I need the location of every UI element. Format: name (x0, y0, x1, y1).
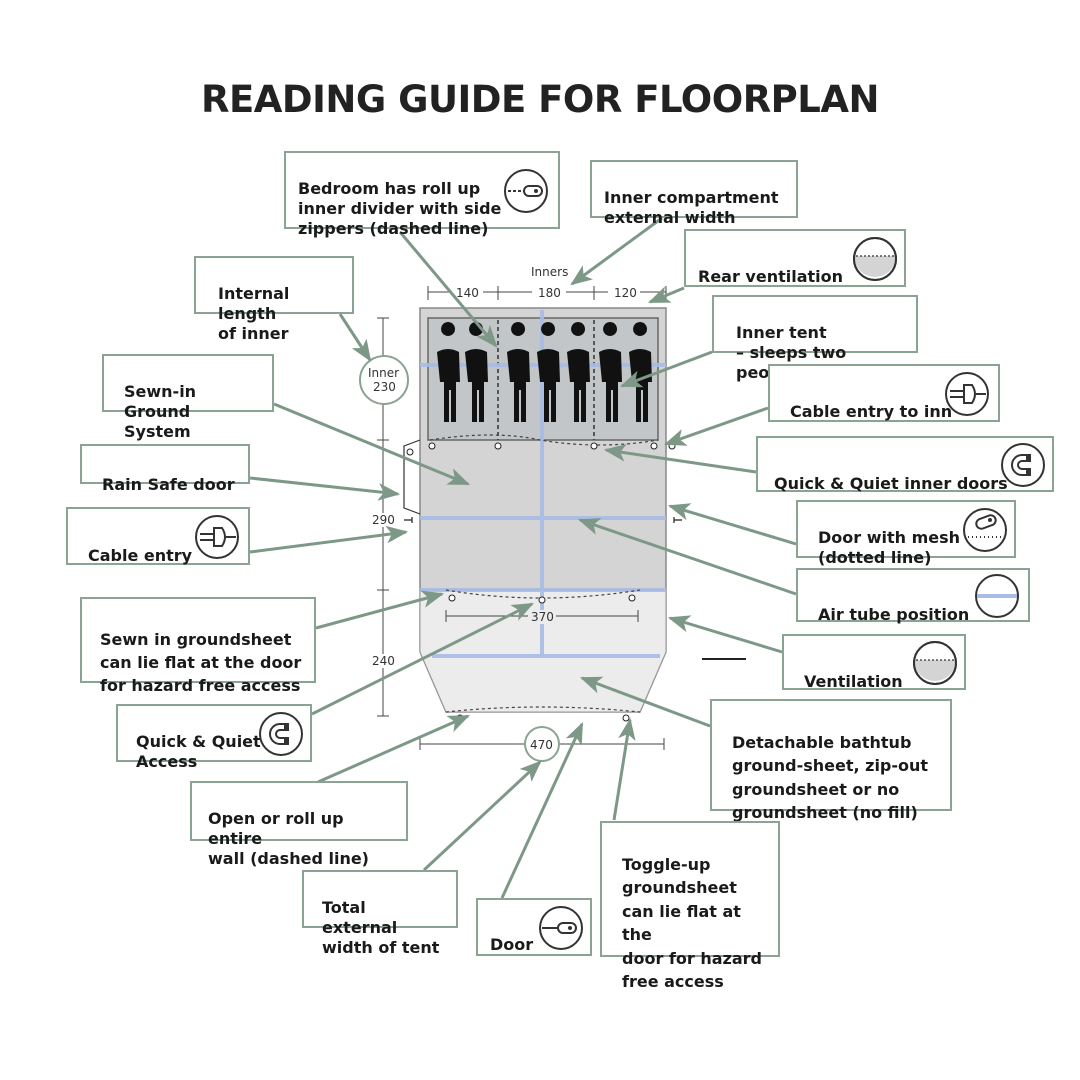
detachable-bathtub-label: Detachable bathtub ground-sheet, zip-out… (710, 699, 952, 822)
leader-arrows (249, 216, 797, 899)
dim-240: 240 (372, 654, 395, 668)
internal-length-label: Internal length of inner (194, 256, 354, 343)
plug-icon (945, 372, 989, 416)
magnet-icon (1001, 443, 1045, 487)
person-silhouette (465, 322, 488, 422)
inner-230-circle (359, 355, 409, 405)
open-roll-wall-label: Open or roll up entire wall (dashed line… (190, 781, 408, 868)
inner-compartment-width-label: Inner compartment external width (590, 160, 798, 227)
tent-floor (403, 307, 746, 722)
dim-370: 370 (531, 610, 554, 624)
vent-dome-icon (853, 237, 897, 281)
bedroom-divider-label: Bedroom has roll up inner divider with s… (284, 151, 560, 238)
page-title: READING GUIDE FOR FLOORPLAN (201, 78, 879, 121)
person-silhouette (537, 322, 560, 422)
door-toggle-icon (504, 169, 548, 213)
toggle-up-label: Toggle-up groundsheet can lie flat at th… (600, 821, 780, 991)
person-silhouette (599, 322, 622, 422)
rear-ventilation-label: Rear ventilation (684, 229, 906, 287)
person-silhouette (507, 322, 530, 422)
dim-120: 120 (614, 286, 637, 300)
cable-entry-inner-label: Cable entry to inn (768, 364, 1000, 422)
dim-470-circle (524, 726, 560, 762)
door-toggle-icon (539, 906, 583, 950)
dim-180: 180 (538, 286, 561, 300)
dim-290: 290 (372, 513, 395, 527)
sewn-groundsheet-label: Sewn in groundsheet can lie flat at the … (80, 597, 316, 695)
dim-140: 140 (456, 286, 479, 300)
ventilation-label: Ventilation (782, 634, 966, 691)
dim-470: 470 (530, 738, 553, 752)
magnet-icon (259, 712, 303, 756)
air-tube-label: Air tube position (796, 568, 1030, 624)
inners-label: Inners (531, 265, 568, 279)
mesh-door-icon (963, 508, 1007, 552)
person-silhouette (567, 322, 590, 422)
inner-tent-label: Inner tent – sleeps two people (712, 295, 918, 382)
inner-circle-value: 230 (373, 380, 396, 394)
vent-dome-icon (913, 641, 957, 685)
cable-entry-label: Cable entry (66, 507, 250, 565)
total-width-label: Total external width of tent (302, 870, 458, 957)
quick-quiet-inner-doors-label: Quick & Quiet inner doors (756, 436, 1054, 493)
sewn-in-ground-label: Sewn-in Ground System (102, 354, 274, 441)
rain-safe-door-label: Rain Safe door (80, 444, 250, 494)
person-silhouette (437, 322, 460, 422)
inner-circle-label: Inner (368, 366, 399, 380)
door-label: Door (476, 898, 592, 956)
air-tube-icon (975, 574, 1019, 618)
quick-quiet-access-label: Quick & Quiet Access (116, 704, 312, 771)
plug-icon (195, 515, 239, 559)
door-with-mesh-label: Door with mesh (dotted line) (796, 500, 1016, 567)
